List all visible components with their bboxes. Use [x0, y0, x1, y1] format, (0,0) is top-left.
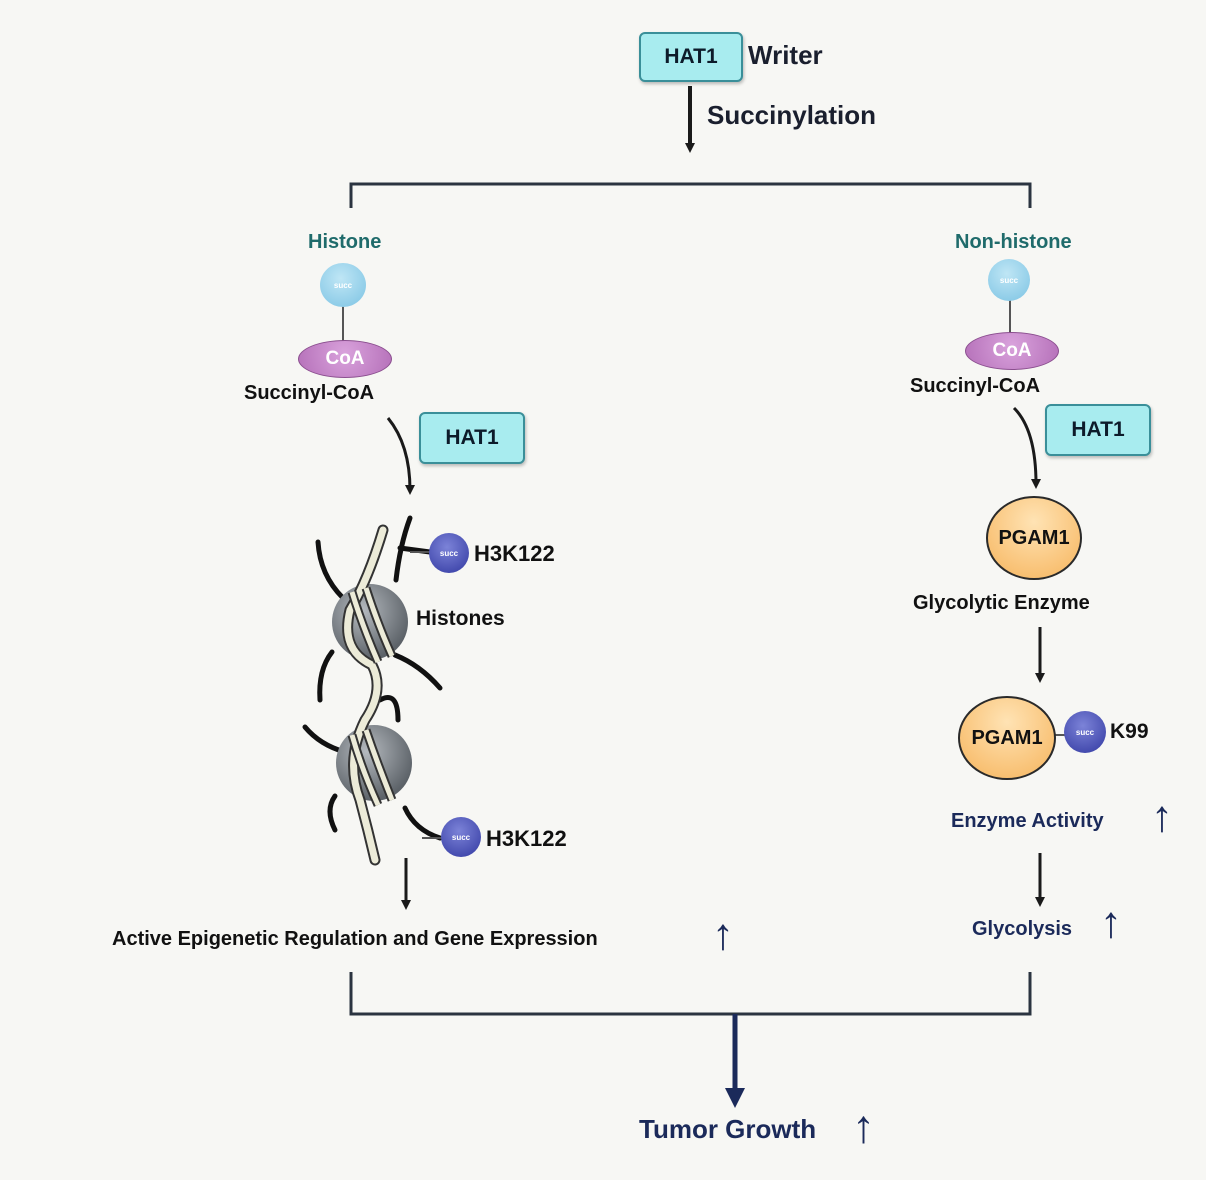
glycolysis-label: Glycolysis: [972, 918, 1073, 940]
tumor-growth-up-arrow: ↑: [852, 1100, 875, 1152]
pgam1-node: PGAM1: [986, 496, 1082, 580]
k99-succ-icon: succ: [1064, 711, 1106, 753]
left-succinyl-coa-label: Succinyl-CoA: [244, 382, 375, 404]
epigenetic-up-arrow: ↑: [712, 910, 734, 959]
hat1-writer-box: HAT1: [639, 32, 743, 82]
bottom-bracket: [349, 972, 1032, 1016]
chromatin-illustration: [302, 515, 443, 866]
h3k122-top-succ-icon: succ: [429, 533, 469, 573]
enzyme-activity-up-arrow: ↑: [1151, 792, 1173, 841]
right-succ-icon: succ: [988, 259, 1030, 301]
right-succinyl-coa-label: Succinyl-CoA: [910, 375, 1041, 397]
h3k122-bottom-label: H3K122: [486, 826, 567, 851]
left-succ-icon: succ: [320, 263, 366, 307]
tumor-growth-label: Tumor Growth: [639, 1114, 817, 1144]
enzyme-activity-label: Enzyme Activity: [951, 810, 1104, 832]
k99-label: K99: [1110, 720, 1149, 743]
left-coa-icon: CoA: [298, 340, 392, 378]
right-curved-arrow: [1012, 406, 1041, 489]
glycolytic-enzyme-label: Glycolytic Enzyme: [913, 592, 1090, 614]
h3k122-bottom-succ-icon: succ: [441, 817, 481, 857]
writer-label: Writer: [748, 40, 823, 70]
epigenetic-outcome-label: Active Epigenetic Regulation and Gene Ex…: [112, 928, 598, 950]
non-histone-heading: Non-histone: [955, 231, 1072, 253]
succinylation-label: Succinylation: [707, 100, 877, 130]
glycolysis-up-arrow: ↑: [1100, 898, 1122, 947]
left-hat1-box: HAT1: [419, 412, 525, 464]
histone-heading: Histone: [308, 231, 382, 253]
right-hat1-box: HAT1: [1045, 404, 1151, 456]
pgam1-modified-node: PGAM1: [958, 696, 1056, 780]
right-coa-icon: CoA: [965, 332, 1059, 370]
top-bracket: [349, 182, 1032, 208]
left-curved-arrow: [386, 417, 415, 495]
h3k122-top-label: H3K122: [474, 541, 555, 566]
histones-label: Histones: [416, 607, 505, 630]
